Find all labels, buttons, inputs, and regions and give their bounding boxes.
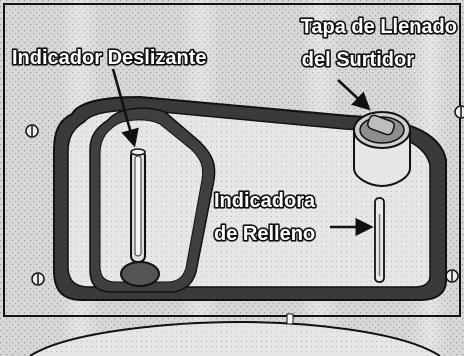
dispenser-fill-cap bbox=[353, 111, 411, 188]
fill-indicator-gauge bbox=[374, 197, 385, 283]
fill-cap-label-line1: Tapa de Llenado bbox=[301, 16, 457, 38]
fill-indicator-label-line1: Indicadora bbox=[214, 190, 316, 212]
panel-notch bbox=[286, 313, 294, 325]
fill-cap-label-line2: del Surtidor bbox=[302, 49, 414, 71]
fill-indicator-label-line2: de Relleno bbox=[214, 223, 315, 245]
slide-indicator-bay-inner bbox=[99, 119, 204, 283]
screw-bottom-right bbox=[445, 269, 459, 283]
slide-indicator-oval-marker bbox=[120, 261, 160, 287]
slide-indicator-arrow bbox=[111, 68, 139, 148]
screw-top-left bbox=[25, 124, 39, 138]
fill-cap-arrow bbox=[337, 79, 371, 111]
slide-indicator-tube bbox=[130, 148, 146, 263]
screw-bottom-left bbox=[31, 272, 45, 286]
lower-bowl-rim bbox=[29, 320, 441, 356]
slide-indicator-label: Indicador Deslizante bbox=[12, 47, 207, 69]
screw-top-right bbox=[454, 105, 464, 119]
